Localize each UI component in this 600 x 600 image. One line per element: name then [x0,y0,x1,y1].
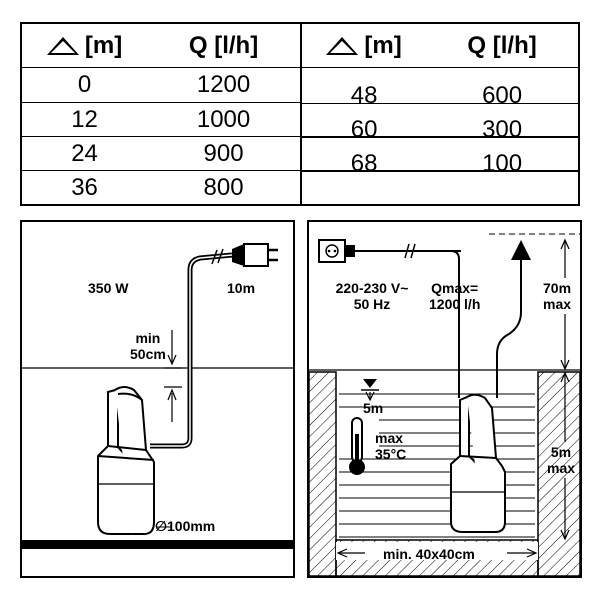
table-row: 68 100 [302,137,578,177]
header-flow-cell: Q [l/h] [188,31,259,59]
pump-body [97,386,155,535]
right-diagram-svg [309,233,580,576]
pump-body [450,393,506,533]
well-bottom-bar [22,540,293,549]
table-row: 48 600 [302,68,578,109]
table-row: 36 800 [22,171,300,204]
header-head-cell: [m] [22,24,147,67]
right-install-panel: 220-230 V~ 50 Hz Qmax= 1200 l/h 70m max … [307,220,582,578]
table-header-row: [m] Q [l/h] [22,24,300,68]
head-cell: 60 [350,116,378,143]
flow-cell: 1200 [196,71,251,98]
header-head-cell: [m] [302,24,426,67]
left-diagram-svg [22,243,293,549]
max-submersion-label: 5m max [547,444,576,476]
water-lines [339,393,535,538]
delta-head-icon [46,36,79,55]
table-right-half: [m] Q [l/h] 48 600 60 300 68 100 [300,24,578,204]
min-depth-label: min 50cm [130,330,166,362]
flow-cell: 800 [203,173,244,201]
flow-cell: 1000 [196,105,251,133]
flow-cell: 300 [482,116,523,143]
well-size-label: min. 40x40cm [383,546,475,562]
cable-length-label: 10m [227,280,256,296]
flow-cell: 900 [203,139,244,167]
power-label: 350 W [88,280,129,296]
cable-break-mark [211,249,218,265]
well-wall-left [309,371,337,576]
table-header-row: [m] Q [l/h] [302,24,578,68]
max-flow-label: Qmax= 1200 l/h [429,280,481,312]
flow-cell: 100 [482,150,523,177]
head-cell: 12 [71,105,98,133]
left-install-panel: 350 W 10m min 50cm ∅100mm [20,220,295,578]
socket-icon [318,239,355,263]
head-cell: 36 [71,173,98,201]
power-cable [419,250,460,398]
head-cell: 24 [71,139,98,167]
thermometer-icon [349,417,365,475]
flow-cell: 600 [482,81,523,109]
water-level-icon [363,379,377,388]
plug-icon [232,243,278,267]
table-left-half: [m] Q [l/h] 0 1200 12 1000 24 900 36 800 [22,24,300,204]
discharge-arrow-icon [511,240,531,260]
delta-head-icon [326,36,359,55]
head-cell: 48 [350,81,378,109]
supply-voltage-label: 220-230 V~ 50 Hz [335,280,409,312]
table-row: 24 900 [22,137,300,171]
table-row: 60 300 [302,103,578,143]
table-row-empty [302,171,578,204]
discharge-pipe [496,258,522,398]
performance-table: [m] Q [l/h] 0 1200 12 1000 24 900 36 800… [20,22,580,206]
pump-diameter-label: ∅100mm [155,518,216,534]
header-flow-cell: Q [l/h] [467,31,537,59]
depth-top-label: 5m [363,400,384,416]
table-row: 12 1000 [22,103,300,137]
power-cable-inner [150,254,233,447]
max-temp-label: max 35°C [375,430,407,462]
head-cell: 68 [350,150,378,177]
cable-break-mark [217,248,224,264]
table-row: 0 1200 [22,68,300,103]
head-cell: 0 [77,71,92,98]
well-wall-right [537,371,580,576]
max-lift-label: 70m max [543,280,572,312]
